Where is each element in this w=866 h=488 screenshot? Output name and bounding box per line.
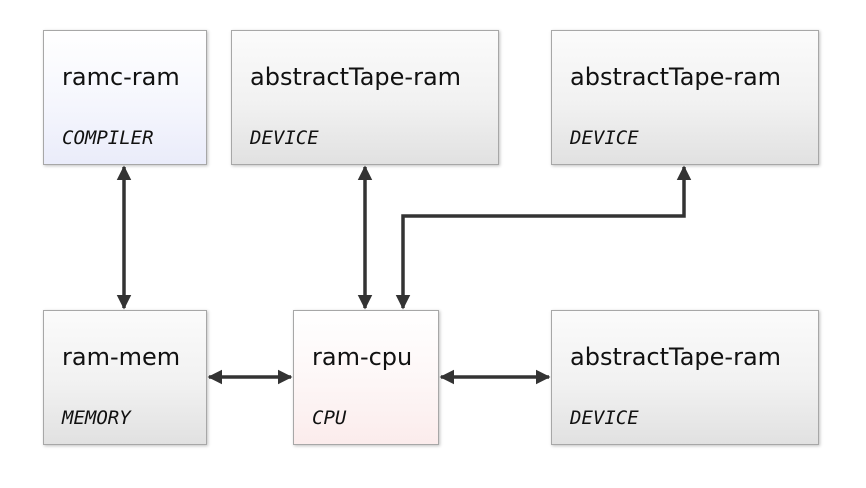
node-kind: CPU [312,407,347,429]
device-node-tape-3[interactable]: abstractTape-ram DEVICE [551,310,819,445]
device-node-tape-1[interactable]: abstractTape-ram DEVICE [231,30,499,165]
node-name: abstractTape-ram [570,63,782,91]
memory-node[interactable]: ram-mem MEMORY [43,310,207,445]
node-kind: DEVICE [570,127,639,149]
node-name: ram-cpu [312,343,413,371]
node-name: abstractTape-ram [250,63,462,91]
node-kind: MEMORY [62,407,131,429]
cpu-node[interactable]: ram-cpu CPU [293,310,439,445]
device-node-tape-2[interactable]: abstractTape-ram DEVICE [551,30,819,165]
connector-tape2-cpu [395,165,692,310]
node-kind: DEVICE [250,127,319,149]
compiler-node[interactable]: ramc-ram COMPILER [43,30,207,165]
node-kind: COMPILER [62,127,154,149]
node-name: abstractTape-ram [570,343,782,371]
node-name: ramc-ram [62,63,180,91]
node-kind: DEVICE [570,407,639,429]
node-name: ram-mem [62,343,181,371]
